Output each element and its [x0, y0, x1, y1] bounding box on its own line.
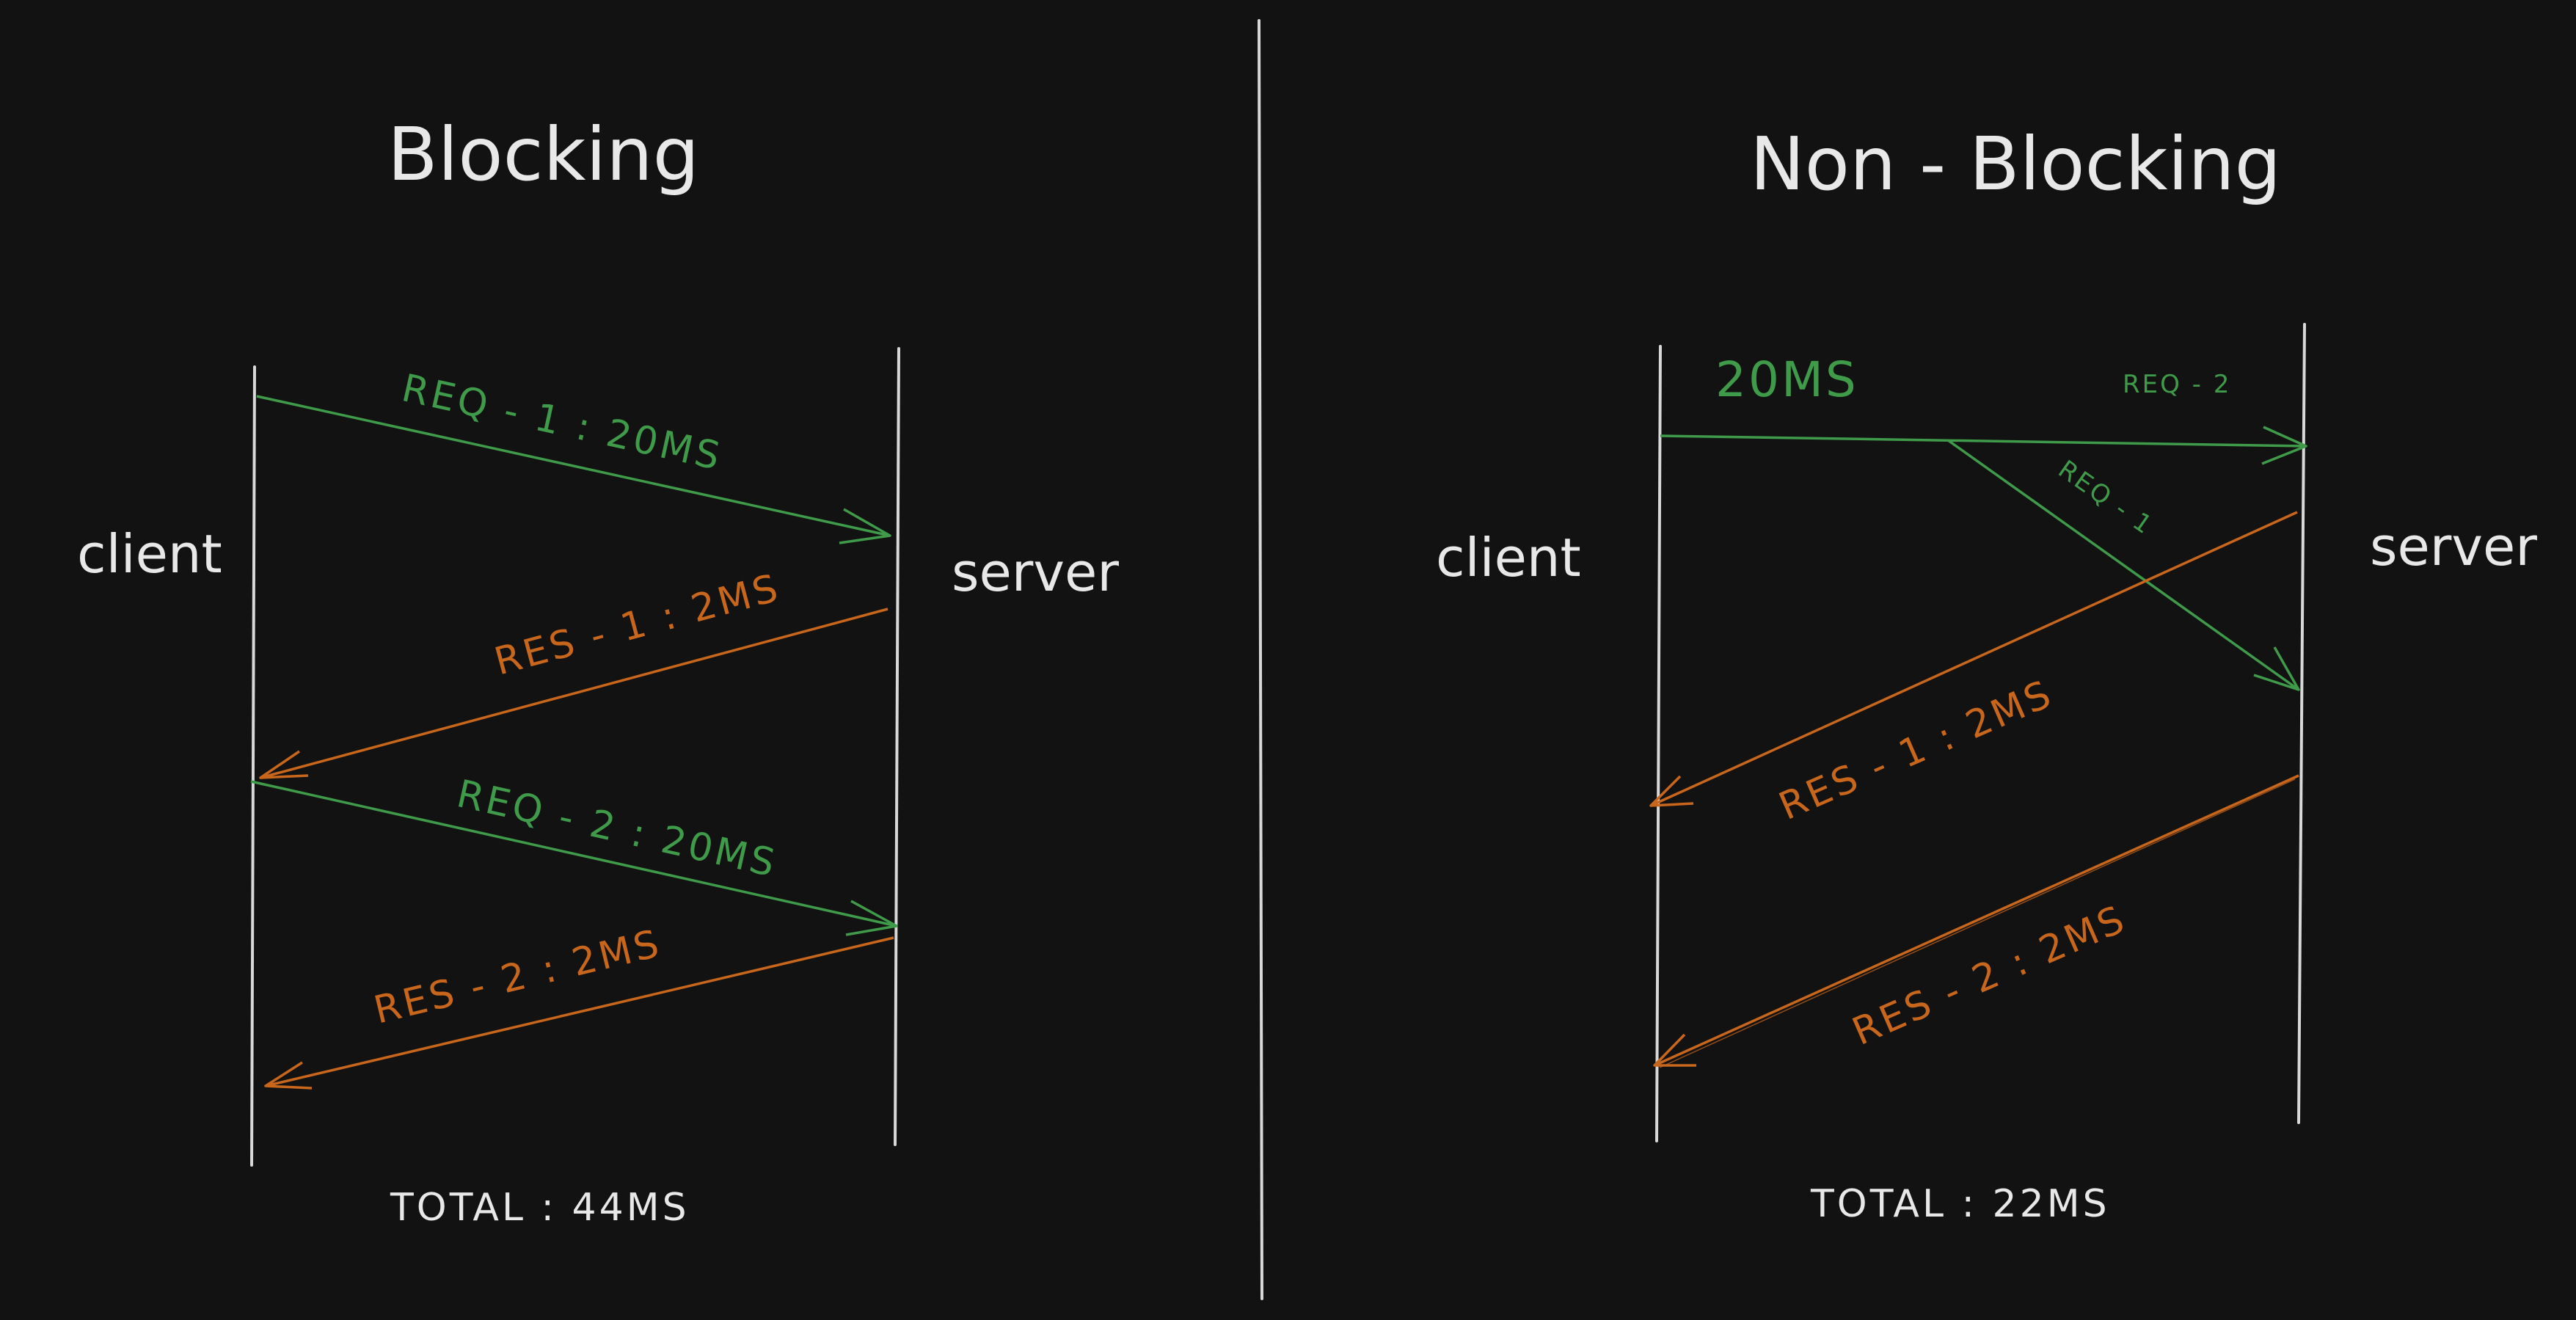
blocking-res-1-label: RES - 1 : 2MS: [490, 566, 785, 685]
non-blocking-server-label: server: [2370, 516, 2537, 577]
non-blocking-res-1-arrow: [1650, 511, 2298, 807]
non-blocking-duration-label: 20MS: [1715, 351, 1858, 408]
blocking-req-1: REQ - 1 : 20MS: [256, 366, 891, 544]
arrowhead-icon: [2253, 646, 2300, 691]
blocking-req-2-arrow: [250, 780, 897, 927]
non-blocking-total: TOTAL : 22MS: [1810, 1182, 2110, 1226]
non-blocking-res-2-arrow: [1654, 774, 2299, 1067]
non-blocking-res-2-arrow-stroke: [1659, 778, 2296, 1068]
blocking-client-lifeline: [250, 365, 256, 1167]
blocking-server-label: server: [952, 542, 1119, 603]
arrowhead-icon: [2261, 426, 2307, 465]
non-blocking-req-2-arrow: [1660, 434, 2307, 448]
non-blocking-res-1: RES - 1 : 2MS: [1649, 511, 2298, 829]
arrowhead-icon: [845, 900, 898, 936]
blocking-title: Blocking: [387, 112, 699, 197]
arrowhead-icon: [259, 750, 309, 779]
non-blocking-req-1: REQ - 1: [1946, 439, 2300, 691]
non-blocking-res-2: RES - 2 : 2MS: [1653, 774, 2299, 1068]
non-blocking-client-lifeline: [1655, 345, 1662, 1142]
non-blocking-res-2-label: RES - 2 : 2MS: [1846, 897, 2133, 1054]
non-blocking-res-1-label: RES - 1 : 2MS: [1773, 671, 2059, 829]
blocking-server-lifeline: [894, 347, 900, 1146]
blocking-req-2-label: REQ - 2 : 20MS: [453, 772, 781, 886]
arrowhead-icon: [1653, 1033, 1696, 1067]
blocking-res-2-label: RES - 2 : 2MS: [370, 922, 665, 1033]
blocking-total: TOTAL : 44MS: [390, 1186, 690, 1230]
non-blocking-panel: Non - Blocking client server 20MS REQ - …: [1436, 121, 2537, 1226]
blocking-client-label: client: [77, 523, 222, 585]
blocking-req-2: REQ - 2 : 20MS: [250, 772, 898, 936]
arrowhead-icon: [839, 508, 891, 544]
blocking-res-2-arrow: [265, 936, 894, 1087]
non-blocking-req-1-arrow-stroke: [1951, 442, 2296, 688]
non-blocking-req-2: REQ - 2: [1660, 370, 2307, 465]
blocking-panel: Blocking client server REQ - 1 : 20MS RE…: [77, 112, 1119, 1230]
non-blocking-title: Non - Blocking: [1750, 121, 2281, 207]
arrowhead-icon: [1649, 775, 1694, 807]
non-blocking-client-label: client: [1436, 527, 1581, 588]
non-blocking-req-2-label: REQ - 2: [2123, 370, 2231, 399]
blocking-res-2: RES - 2 : 2MS: [264, 922, 894, 1090]
blocking-res-1: RES - 1 : 2MS: [259, 566, 889, 779]
arrowhead-icon: [264, 1061, 313, 1090]
non-blocking-server-lifeline: [2297, 323, 2306, 1124]
blocking-req-1-arrow: [256, 395, 891, 537]
non-blocking-req-1-label: REQ - 1: [2053, 455, 2159, 542]
blocking-res-1-arrow: [260, 608, 889, 779]
panel-divider: [1258, 19, 1263, 1300]
